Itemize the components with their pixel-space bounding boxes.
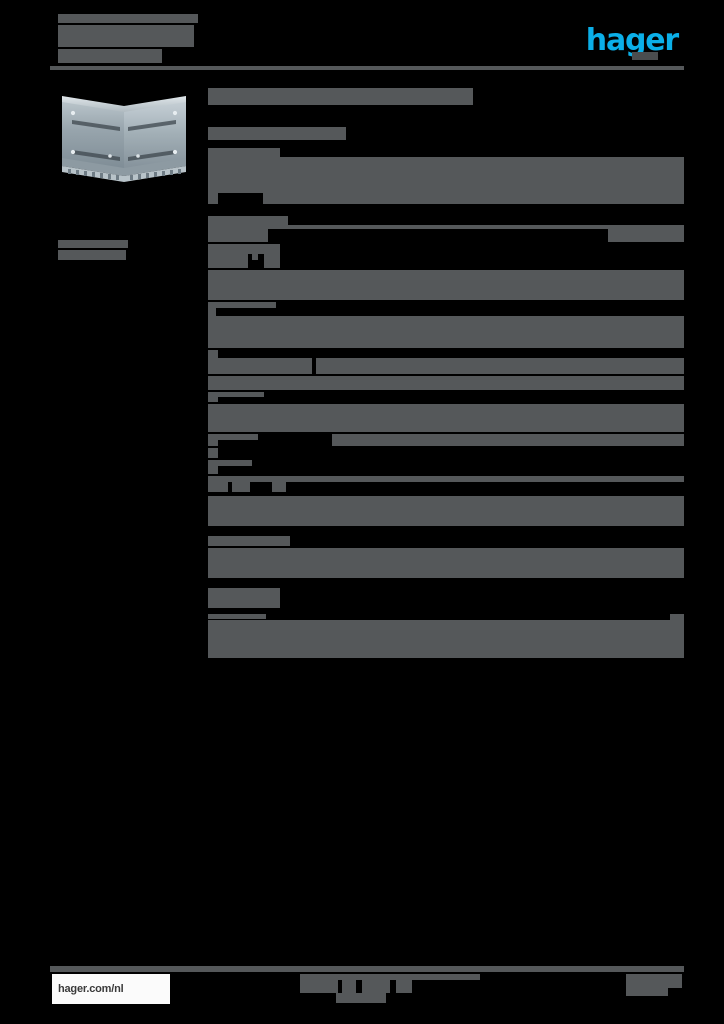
spec-row-1-segment-1 bbox=[208, 216, 288, 225]
footer-page-number bbox=[626, 974, 686, 996]
spec-row-7-segment-1 bbox=[208, 376, 684, 390]
spec-row-13 bbox=[208, 476, 684, 492]
spec-row-18-segment-3 bbox=[208, 620, 684, 658]
footer-divider bbox=[50, 966, 684, 972]
hager-logo-text: hager bbox=[585, 23, 679, 58]
spec-row-2-segment-2 bbox=[208, 254, 248, 268]
spec-row-15-segment-1 bbox=[208, 536, 290, 546]
description-block-segment-4 bbox=[263, 193, 684, 204]
spec-row-15 bbox=[208, 536, 684, 546]
specification-table bbox=[208, 148, 684, 658]
spec-row-12-segment-1 bbox=[208, 460, 218, 474]
page-header: hager bbox=[0, 0, 724, 72]
page-footer: hager.com/nl bbox=[0, 960, 724, 1024]
spec-row-8 bbox=[208, 392, 684, 402]
description-block-segment-2 bbox=[208, 157, 684, 193]
spec-row-2-segment-4 bbox=[264, 254, 280, 268]
spec-row-1-segment-4 bbox=[608, 229, 684, 242]
spec-row-17 bbox=[208, 588, 684, 608]
main-content bbox=[208, 88, 684, 658]
spec-row-11-segment-1 bbox=[208, 448, 218, 458]
spec-row-12 bbox=[208, 460, 684, 474]
spec-row-1-segment-2 bbox=[208, 225, 684, 229]
product-caption-line-2 bbox=[58, 250, 126, 260]
spec-row-4-segment-2 bbox=[208, 302, 276, 308]
spec-row-8-segment-2 bbox=[208, 392, 264, 397]
spec-row-13-segment-4 bbox=[272, 482, 286, 492]
spec-row-10-segment-1 bbox=[208, 434, 218, 446]
spec-row-6-segment-3 bbox=[316, 358, 684, 374]
spec-row-16-segment-1 bbox=[208, 548, 684, 578]
spec-row-2-segment-1 bbox=[208, 244, 280, 254]
corner-bracket-icon bbox=[62, 96, 186, 182]
spec-row-4 bbox=[208, 302, 684, 316]
spec-row-11 bbox=[208, 448, 684, 458]
footer-center-text bbox=[300, 974, 480, 1004]
spec-row-5 bbox=[208, 316, 684, 348]
page-title bbox=[58, 14, 198, 65]
description-block-segment-3 bbox=[208, 193, 218, 204]
footer-website-label: hager.com/nl bbox=[58, 983, 124, 995]
spec-row-5-segment-1 bbox=[208, 316, 684, 348]
spec-row-2 bbox=[208, 244, 684, 268]
spec-row-10-segment-3 bbox=[332, 434, 684, 446]
product-caption-line-1 bbox=[58, 240, 128, 248]
spec-row-10-segment-2 bbox=[208, 434, 258, 440]
footer-center-segment-5 bbox=[396, 980, 412, 993]
spec-row-9-segment-1 bbox=[208, 404, 684, 432]
spec-row-8-segment-1 bbox=[208, 392, 218, 402]
footer-page-segment-1 bbox=[626, 974, 682, 988]
description-block-segment-1 bbox=[208, 148, 280, 157]
product-subheading-redaction bbox=[208, 127, 346, 140]
spec-row-13-segment-2 bbox=[208, 482, 228, 492]
spec-row-3-segment-1 bbox=[208, 270, 684, 300]
description-block bbox=[208, 148, 684, 204]
footer-center-segment-6 bbox=[336, 993, 386, 1003]
footer-page-segment-2 bbox=[626, 988, 668, 996]
spec-row-4-segment-1 bbox=[208, 302, 216, 316]
product-heading bbox=[208, 88, 684, 105]
spec-row-1-segment-3 bbox=[208, 229, 268, 242]
left-column bbox=[50, 82, 200, 190]
footer-website-link[interactable]: hager.com/nl bbox=[52, 974, 170, 1004]
hager-logo: hager bbox=[585, 23, 679, 58]
spec-row-17-segment-1 bbox=[208, 588, 280, 608]
spec-row-1 bbox=[208, 216, 684, 242]
footer-center-segment-1 bbox=[300, 974, 480, 980]
page-title-line-2 bbox=[58, 25, 194, 47]
spec-row-7 bbox=[208, 376, 684, 390]
spec-row-12-segment-2 bbox=[208, 460, 252, 466]
product-caption bbox=[58, 240, 128, 262]
spec-row-13-segment-1 bbox=[208, 476, 684, 482]
page-title-line-1 bbox=[58, 14, 198, 23]
header-divider bbox=[50, 66, 684, 70]
product-subheading bbox=[208, 127, 684, 140]
spec-row-13-segment-3 bbox=[232, 482, 250, 492]
spec-row-9 bbox=[208, 404, 684, 432]
spec-row-10 bbox=[208, 434, 684, 446]
logo-shadow-redaction bbox=[632, 52, 658, 60]
spec-row-6 bbox=[208, 350, 684, 374]
product-heading-redaction bbox=[208, 88, 473, 105]
spec-row-18 bbox=[208, 614, 684, 658]
spec-row-3 bbox=[208, 270, 684, 300]
spec-row-14 bbox=[208, 496, 684, 526]
spec-row-18-segment-1 bbox=[208, 614, 266, 619]
spec-row-6-segment-2 bbox=[208, 358, 312, 374]
spec-row-14-segment-1 bbox=[208, 496, 684, 526]
footer-center-segment-4 bbox=[362, 980, 390, 993]
product-image bbox=[50, 82, 200, 190]
page-title-line-3 bbox=[58, 49, 162, 63]
spec-row-6-segment-1 bbox=[208, 350, 218, 358]
spec-row-18-segment-2 bbox=[670, 614, 684, 620]
footer-center-segment-3 bbox=[342, 980, 356, 993]
spec-row-2-segment-3 bbox=[252, 254, 258, 260]
spec-row-16 bbox=[208, 548, 684, 578]
footer-center-segment-2 bbox=[300, 980, 338, 993]
